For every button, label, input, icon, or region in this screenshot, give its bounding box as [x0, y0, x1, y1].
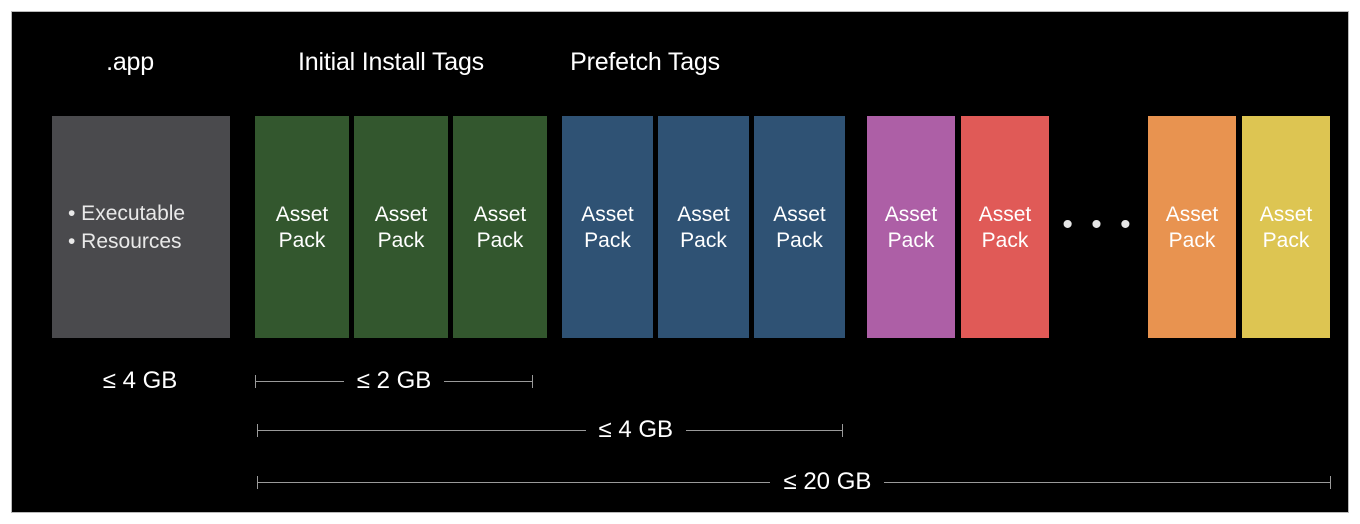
bracket-cap-right — [532, 374, 533, 388]
asset-pack-label-line1: Asset — [1259, 203, 1313, 226]
asset-pack-label: Asset Pack — [354, 202, 448, 254]
app-bullet-executable: • Executable — [68, 202, 186, 225]
bracket-label: ≤ 4 GB — [598, 416, 674, 443]
asset-pack-box: Asset Pack — [1148, 116, 1236, 338]
asset-pack-label: Asset Pack — [1242, 202, 1330, 254]
asset-pack-box: Asset Pack — [658, 116, 749, 338]
asset-pack-box: Asset Pack — [453, 116, 547, 338]
asset-pack-label-line2: Pack — [981, 229, 1029, 252]
asset-pack-label-line1: Asset — [374, 203, 428, 226]
asset-pack-label-line2: Pack — [476, 229, 524, 252]
asset-pack-label-line1: Asset — [978, 203, 1032, 226]
asset-pack-label: Asset Pack — [562, 202, 653, 254]
asset-pack-label: Asset Pack — [961, 202, 1049, 254]
group-header-initial-install-tags: Initial Install Tags — [298, 48, 484, 76]
ellipsis-indicator: • • • — [1062, 208, 1136, 241]
bracket-rule-right — [884, 481, 1330, 483]
bracket-rule-left — [258, 481, 771, 483]
asset-pack-label-line1: Asset — [581, 203, 634, 226]
bracket-cap-left — [257, 475, 258, 489]
asset-pack-label: Asset Pack — [1148, 202, 1236, 254]
asset-pack-label: Asset Pack — [453, 202, 547, 254]
bracket-rule-right — [444, 380, 532, 382]
bracket-rule-left — [258, 429, 586, 431]
bracket-cap-left — [255, 374, 256, 388]
asset-pack-box: Asset Pack — [867, 116, 955, 338]
bracket-label: ≤ 20 GB — [783, 468, 872, 495]
asset-pack-label-line1: Asset — [1165, 203, 1219, 226]
asset-pack-label-line2: Pack — [887, 229, 935, 252]
asset-pack-label-line1: Asset — [473, 203, 527, 226]
app-bundle-box: • Executable • Resources — [52, 116, 230, 338]
group-header-prefetch-tags: Prefetch Tags — [570, 48, 720, 76]
asset-pack-label-line2: Pack — [1262, 229, 1310, 252]
asset-pack-label: Asset Pack — [867, 202, 955, 254]
asset-pack-label-line2: Pack — [278, 229, 326, 252]
asset-pack-label: Asset Pack — [255, 202, 349, 254]
asset-pack-label-line2: Pack — [584, 229, 631, 252]
bracket-rule-right — [686, 429, 842, 431]
group-header-app: .app — [106, 48, 154, 76]
bracket-measure-4gb: ≤ 4 GB — [257, 417, 843, 443]
asset-pack-label: Asset Pack — [754, 202, 845, 254]
bracket-label: ≤ 2 GB — [356, 367, 432, 394]
bracket-rule-left — [256, 380, 344, 382]
asset-pack-box: Asset Pack — [1242, 116, 1330, 338]
app-bullet-resources: • Resources — [68, 230, 182, 253]
asset-pack-label-line2: Pack — [1168, 229, 1216, 252]
app-bundle-contents: • Executable • Resources — [68, 200, 185, 256]
asset-pack-box: Asset Pack — [354, 116, 448, 338]
asset-pack-box: Asset Pack — [961, 116, 1049, 338]
asset-pack-box: Asset Pack — [562, 116, 653, 338]
asset-pack-label-line2: Pack — [377, 229, 425, 252]
bracket-measure-20gb: ≤ 20 GB — [257, 469, 1331, 495]
asset-pack-label-line1: Asset — [773, 203, 826, 226]
asset-pack-box: Asset Pack — [255, 116, 349, 338]
asset-pack-label-line2: Pack — [680, 229, 727, 252]
diagram-panel: .app Initial Install Tags Prefetch Tags … — [11, 11, 1349, 513]
asset-pack-box: Asset Pack — [754, 116, 845, 338]
bracket-measure-2gb: ≤ 2 GB — [255, 368, 533, 394]
bracket-cap-right — [1330, 475, 1331, 489]
asset-pack-label-line1: Asset — [677, 203, 730, 226]
asset-pack-label-line1: Asset — [884, 203, 938, 226]
size-caption-app: ≤ 4 GB — [102, 367, 178, 394]
bracket-cap-left — [257, 423, 258, 437]
asset-pack-label-line2: Pack — [776, 229, 823, 252]
asset-pack-label-line1: Asset — [275, 203, 329, 226]
asset-pack-label: Asset Pack — [658, 202, 749, 254]
bracket-cap-right — [842, 423, 843, 437]
